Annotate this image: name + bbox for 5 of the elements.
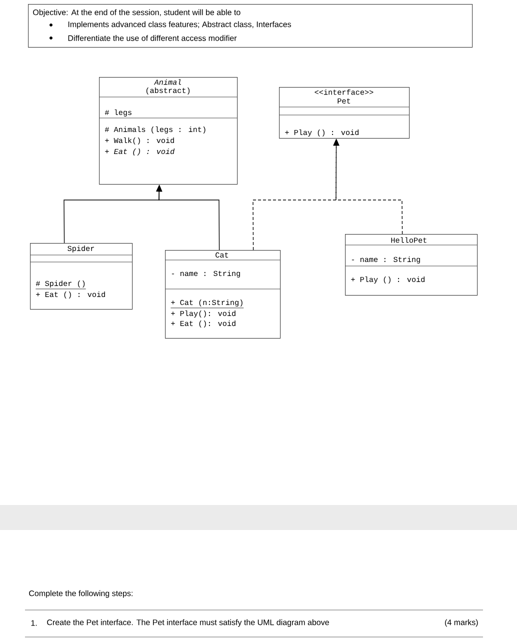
instruction-text: Complete the following steps: — [29, 590, 132, 598]
marks-label: (4 marks) — [445, 619, 478, 627]
instruction-text: Create the Pet interface. The Pet interface must satisfy the UML diagram above — [47, 619, 329, 627]
step-number: 1. — [31, 620, 37, 626]
objective-box: Objective: At the end of the session, student will be able to Implements advanced class features; Abstract class, Interfaces Differentiate the use of different access modifier — [28, 4, 473, 48]
